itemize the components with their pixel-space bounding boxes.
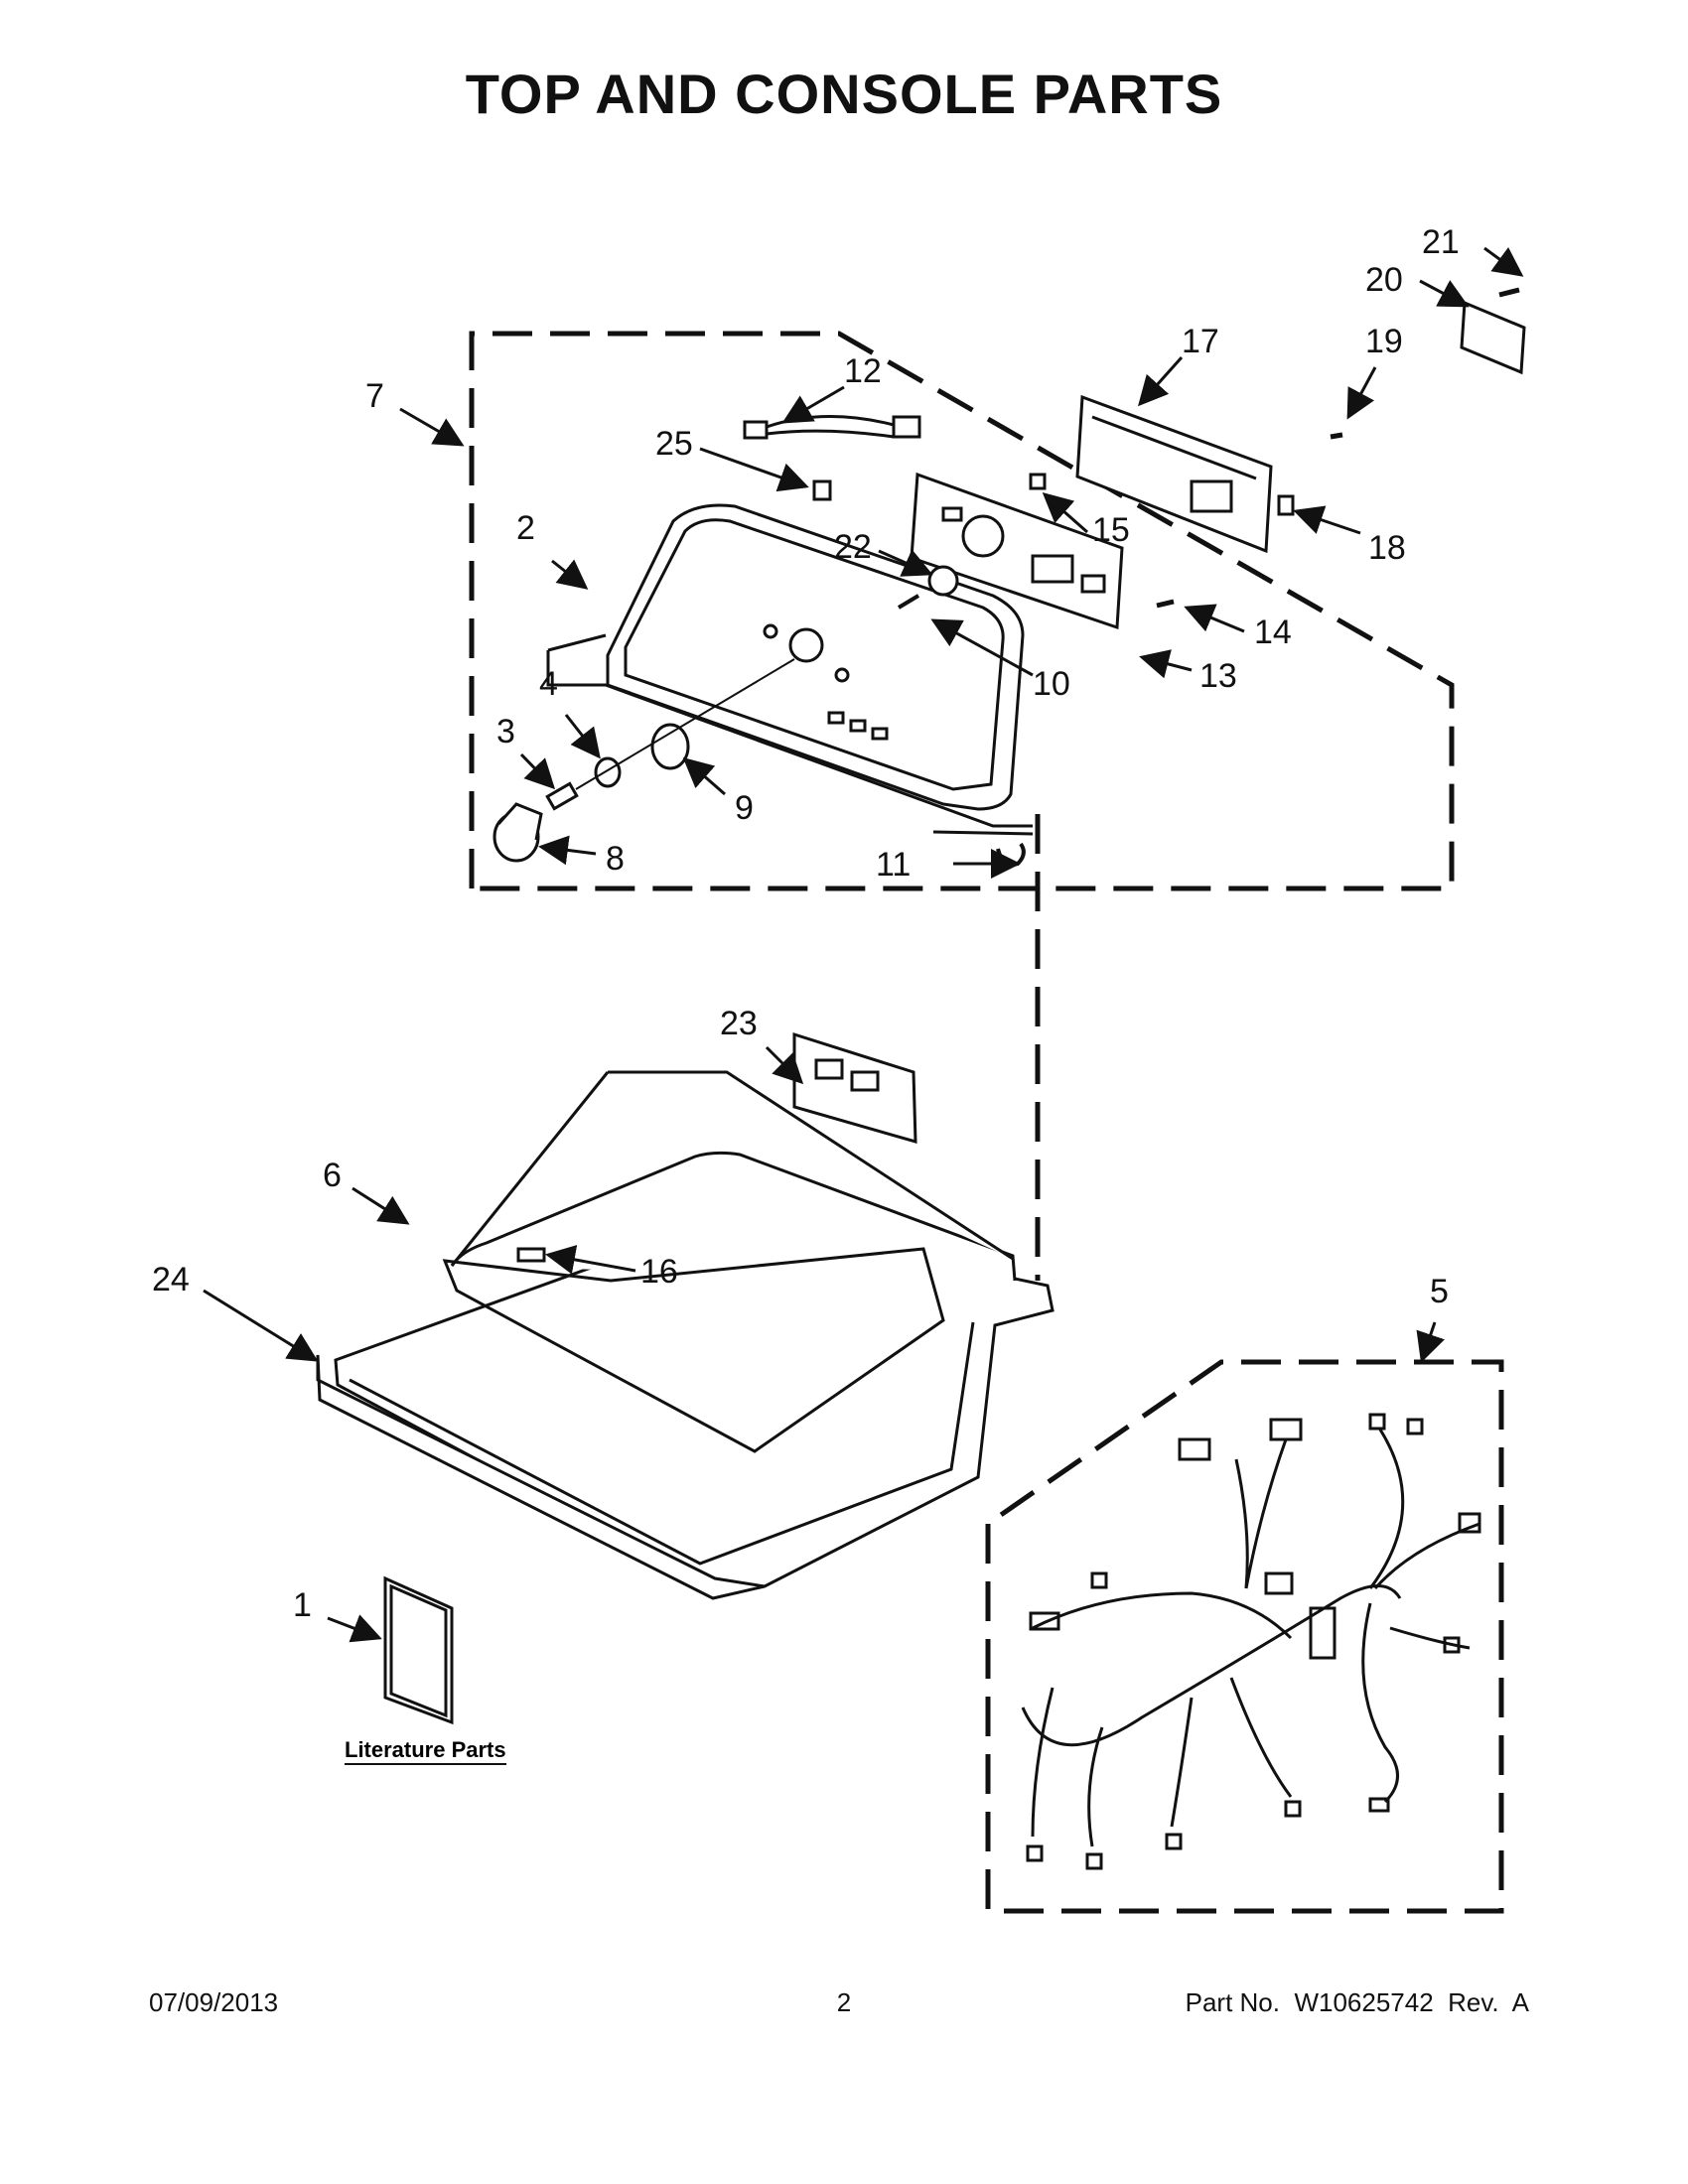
gasket-strip-part [932,830,1034,836]
callout-20: 20 [1365,261,1403,299]
callout-9: 9 [735,789,754,827]
console-panel-part [606,503,1025,811]
gasket-top-part [547,633,607,652]
cover-20-part [1460,300,1526,375]
callout-25: 25 [655,425,693,463]
callout-19: 19 [1365,323,1403,360]
callout-2: 2 [516,509,535,547]
screw-part [897,594,920,610]
callout-1: 1 [293,1586,312,1624]
screw-19-part [1330,432,1343,440]
callout-7: 7 [365,377,384,415]
callout-14: 14 [1254,614,1292,651]
wiring-connector-part [743,415,921,440]
wire-harness-outline [985,1359,1504,1914]
bracket-part [812,479,832,501]
callout-15: 15 [1092,511,1130,549]
footer-date: 07/09/2013 [149,1987,279,2017]
clip-part [1029,473,1047,490]
control-board-part [910,472,1124,630]
callout-17: 17 [1182,323,1219,360]
clip-18-part [1277,494,1295,516]
callout-5: 5 [1430,1273,1449,1310]
wire-harness-part [1021,1413,1481,1870]
literature-parts-label: Literature Parts [345,1737,506,1762]
rear-console-panel-part [1075,394,1273,554]
callout-3: 3 [496,713,515,751]
page-title: TOP AND CONSOLE PARTS [465,63,1223,125]
callout-24: 24 [152,1261,190,1298]
callout-6: 6 [323,1157,342,1194]
callout-18: 18 [1368,529,1406,567]
gasket-24-part [316,1354,766,1600]
callout-10: 10 [1033,665,1070,703]
console-assembly-outline [469,331,1455,891]
callout-21: 21 [1422,223,1460,261]
seal-part [927,565,959,597]
screw-14-part [1156,599,1175,609]
callout-4: 4 [539,665,558,703]
literature-book-part [383,1575,454,1725]
gasket-part [546,650,1033,828]
callout-16: 16 [640,1253,678,1291]
callout-13: 13 [1199,657,1237,695]
callout-11: 11 [876,846,911,884]
hose-clip-part [996,842,1026,867]
screw-21-part [1498,287,1520,298]
callout-23: 23 [720,1005,758,1042]
top-panel-part [334,1070,1055,1588]
callout-22: 22 [834,528,872,566]
leader-arrows [203,246,1524,1643]
callout-8: 8 [606,840,625,878]
callout-12: 12 [844,352,882,390]
footer-part-number: Part No. W10625742 Rev. A [1185,1987,1529,2017]
knob-assembly-part [492,658,795,863]
footer-page-number: 2 [836,1987,852,2017]
module-part [792,1031,917,1145]
